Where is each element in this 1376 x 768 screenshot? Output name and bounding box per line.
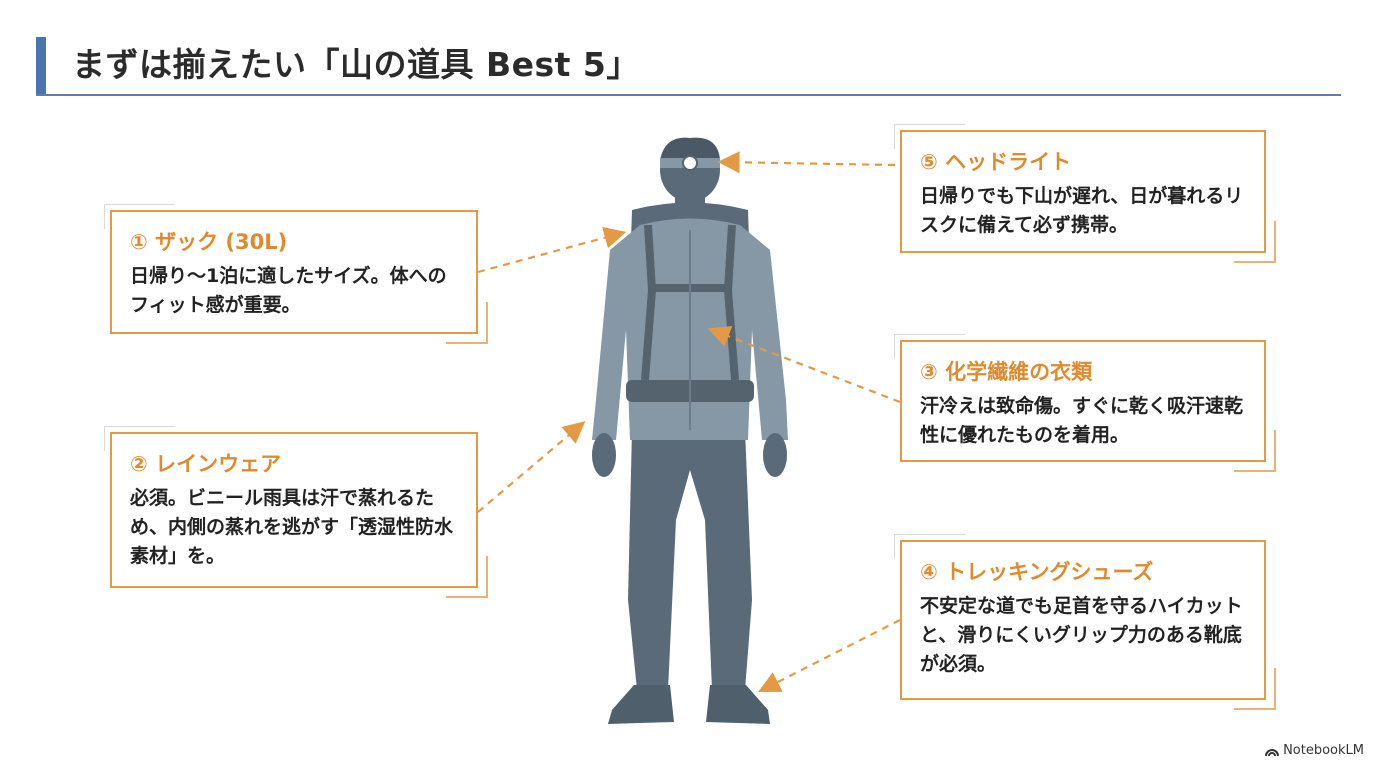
callout-text: 日帰り〜1泊に適したサイズ。体へのフィット感が重要。 — [130, 265, 447, 316]
notebooklm-logo: NotebookLM — [1265, 743, 1364, 758]
boot-left — [608, 685, 674, 724]
callout-heading: ⑤ ヘッドライト — [920, 150, 1072, 174]
arrow-pack — [477, 226, 627, 274]
arrow-shoes — [758, 619, 901, 692]
hiker-silhouette — [592, 137, 788, 724]
arrow-headlamp — [717, 151, 896, 174]
callout-heading: ③ 化学繊維の衣類 — [920, 360, 1093, 384]
callout-text: 必須。ビニール雨具は汗で蒸れるため、内側の蒸れを逃がす「透湿性防水素材」を。 — [130, 487, 454, 567]
boot-right — [706, 685, 770, 724]
arrow-rainwear — [477, 421, 586, 513]
notebooklm-icon — [1265, 748, 1280, 756]
callout-heading: ② レインウェア — [130, 452, 282, 476]
callout-heading: ① ザック (30L) — [130, 230, 288, 254]
callout-text: 不安定な道でも足首を守るハイカットと、滑りにくいグリップ力のある靴底が必須。 — [920, 595, 1243, 675]
callout-shoes: ④ トレッキングシューズ 不安定な道でも足首を守るハイカットと、滑りにくいグリッ… — [894, 534, 1276, 710]
callout-headlamp: ⑤ ヘッドライト 日帰りでも下山が遅れ、日が暮れるリスクに備えて必ず携帯。 — [894, 124, 1276, 263]
headlamp-icon — [682, 155, 698, 171]
callout-text: 汗冷えは致命傷。すぐに乾く吸汗速乾性に優れたものを着用。 — [920, 395, 1244, 446]
callout-pack: ① ザック (30L) 日帰り〜1泊に適したサイズ。体へのフィット感が重要。 — [104, 204, 488, 344]
title-accent-bar — [36, 37, 46, 95]
title-divider — [36, 94, 1341, 96]
page-title: まずは揃えたい「山の道具 Best 5」 — [72, 45, 640, 84]
callout-heading: ④ トレッキングシューズ — [920, 560, 1154, 584]
callout-rainwear: ② レインウェア 必須。ビニール雨具は汗で蒸れるため、内側の蒸れを逃がす「透湿性… — [104, 426, 488, 598]
logo-text: NotebookLM — [1283, 743, 1364, 758]
callout-clothing: ③ 化学繊維の衣類 汗冷えは致命傷。すぐに乾く吸汗速乾性に優れたものを着用。 — [894, 334, 1276, 472]
callout-text: 日帰りでも下山が遅れ、日が暮れるリスクに備えて必ず携帯。 — [920, 185, 1244, 236]
